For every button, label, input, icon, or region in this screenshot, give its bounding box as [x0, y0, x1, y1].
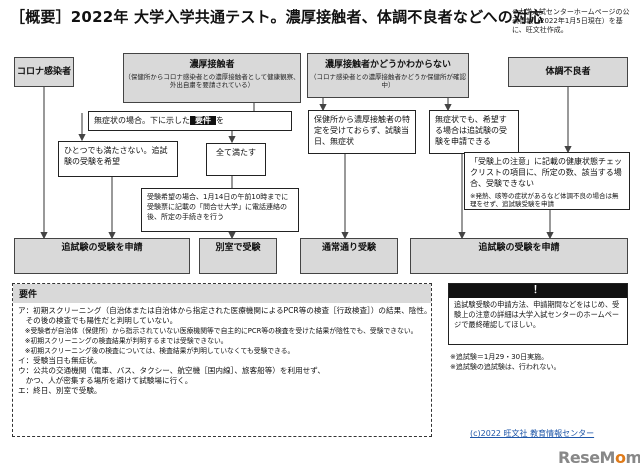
requirement-tag: 要件 — [190, 116, 216, 125]
header-ill-label: 体調不良者 — [545, 67, 591, 77]
result-makeup-right-label: 追試験の受験を申請 — [478, 243, 560, 253]
unknown-detail-text: 保健所から濃厚接触者の特定を受けておらず、試験当日、無症状 — [314, 115, 410, 146]
health-check-box: 「受験上の注意」に記載の健康状態チェックリストの項目に、所定の数、該当する場合、… — [464, 152, 630, 210]
health-note: ※発熱、咳等の症状があるなど体調不良の場合は無理をせず、追試験受験を申請 — [470, 192, 619, 208]
not-all-text: ひとつでも満たさない。追試験の受験を希望 — [64, 146, 168, 166]
result-makeup-left: 追試験の受験を申請 — [14, 238, 190, 274]
makeup-date-note: ※追試験＝1月29・30日実施。 — [450, 353, 549, 361]
header-covid: コロナ感染者 — [14, 57, 74, 87]
asymptomatic-suffix: を — [216, 116, 224, 125]
unknown-asym-text: 無症状でも、希望する場合は追試験の受験を申請できる — [435, 115, 507, 146]
no-second-makeup-note: ※追試験の追試験は、行われない。 — [450, 363, 561, 371]
page-title: ［概要］2022年 大学入学共通テスト。濃厚接触者、体調不良者などへの対応 — [10, 8, 544, 26]
result-separate-room-label: 別室で受験 — [215, 243, 261, 253]
requirement-line: イ：受験当日も無症状。 — [18, 356, 102, 365]
copyright-link[interactable]: (c)2022 旺文社 教育情報センター — [470, 429, 595, 438]
header-unknown-sub: （コロナ感染者との濃厚接触者かどうか保健所が確認中） — [310, 73, 466, 89]
procedure-text: 受験希望の場合、1月14日の午前10時までに受験票に記載の「問合せ大学」に電話連… — [147, 193, 289, 221]
asymptomatic-text: 無症状の場合。下に示した — [94, 116, 190, 125]
info-notes: ※追試験＝1月29・30日実施。 ※追試験の追試験は、行われない。 — [450, 352, 561, 372]
result-normal-label: 通常通り受験 — [321, 243, 376, 253]
brand-o: o — [614, 448, 626, 467]
unknown-asym-box: 無症状でも、希望する場合は追試験の受験を申請できる — [429, 110, 519, 154]
requirements-panel: 要件 ア：初期スクリーニング（自治体または自治体から指定された医療機関によるPC… — [12, 283, 432, 437]
requirement-line: ※初期スクリーニング後の検査については、検査結果が判明していなくても受験できる。 — [18, 347, 295, 355]
unknown-detail-box: 保健所から濃厚接触者の特定を受けておらず、試験当日、無症状 — [308, 110, 416, 154]
requirements-title: 要件 — [13, 284, 431, 303]
all-met-text: 全て満たす — [216, 148, 256, 157]
procedure-box: 受験希望の場合、1月14日の午前10時までに受験票に記載の「問合せ大学」に電話連… — [141, 188, 299, 232]
requirement-line: ア：初期スクリーニング（自治体または自治体から指定された医療機関によるPCR等の… — [18, 306, 432, 315]
resemom-logo: ReseMom — [558, 448, 640, 467]
result-normal: 通常通り受験 — [300, 238, 398, 274]
header-close-contact: 濃厚接触者 （保健所からコロナ感染者との濃厚接触者として健康観察、外出自粛を要請… — [123, 53, 301, 103]
all-met-box: 全て満たす — [206, 143, 266, 176]
header-covid-label: コロナ感染者 — [16, 67, 71, 77]
requirement-line: ※初期スクリーニングの検査結果が判明するまでは受験できない。 — [18, 337, 228, 345]
requirement-line: ※受験者が自治体（保健所）から指示されていない医療機関等で自主的にPCR等の検査… — [18, 327, 418, 335]
header-unknown: 濃厚接触者かどうかわからない （コロナ感染者との濃厚接触者かどうか保健所が確認中… — [307, 53, 469, 98]
source-note: ※大学入試センターホームページの公表情報（2022年1月5日現在）を基に、旺文社… — [512, 8, 630, 34]
info-text: 追試験受験の申請方法、申請期間などをはじめ、受験上の注意の詳細は大学入試センター… — [454, 300, 620, 329]
requirement-line: エ：終日、別室で受験。 — [18, 386, 102, 395]
header-unknown-label: 濃厚接触者かどうかわからない — [324, 60, 451, 70]
health-check-text: 「受験上の注意」に記載の健康状態チェックリストの項目に、所定の数、該当する場合、… — [470, 157, 622, 188]
requirement-line: かつ、人が密集する場所を避けて試験場に行く。 — [18, 376, 193, 385]
brand-pre: ReseM — [558, 448, 615, 467]
requirement-line: その後の検査でも陽性だと判明していない。 — [18, 316, 178, 325]
not-all-box: ひとつでも満たさない。追試験の受験を希望 — [58, 141, 178, 177]
info-panel: ！ 追試験受験の申請方法、申請期間などをはじめ、受験上の注意の詳細は大学入試セン… — [448, 283, 628, 345]
result-makeup-left-label: 追試験の受験を申請 — [61, 243, 143, 253]
asymptomatic-box: 無症状の場合。下に示した要件を — [88, 111, 292, 131]
brand-post: m — [625, 448, 640, 467]
header-ill: 体調不良者 — [508, 57, 628, 87]
result-separate-room: 別室で受験 — [199, 238, 277, 274]
requirement-line: ウ：公共の交通機関（電車、バス、タクシー、航空機［国内線］、旅客船等）を利用せず… — [18, 366, 325, 375]
header-close-contact-label: 濃厚接触者 — [189, 60, 235, 70]
info-mark: ！ — [449, 284, 627, 298]
requirements-list: ア：初期スクリーニング（自治体または自治体から指定された医療機関によるPCR等の… — [13, 303, 432, 399]
header-close-contact-sub: （保健所からコロナ感染者との濃厚接触者として健康観察、外出自粛を要請されている） — [124, 73, 300, 89]
result-makeup-right: 追試験の受験を申請 — [410, 238, 628, 274]
